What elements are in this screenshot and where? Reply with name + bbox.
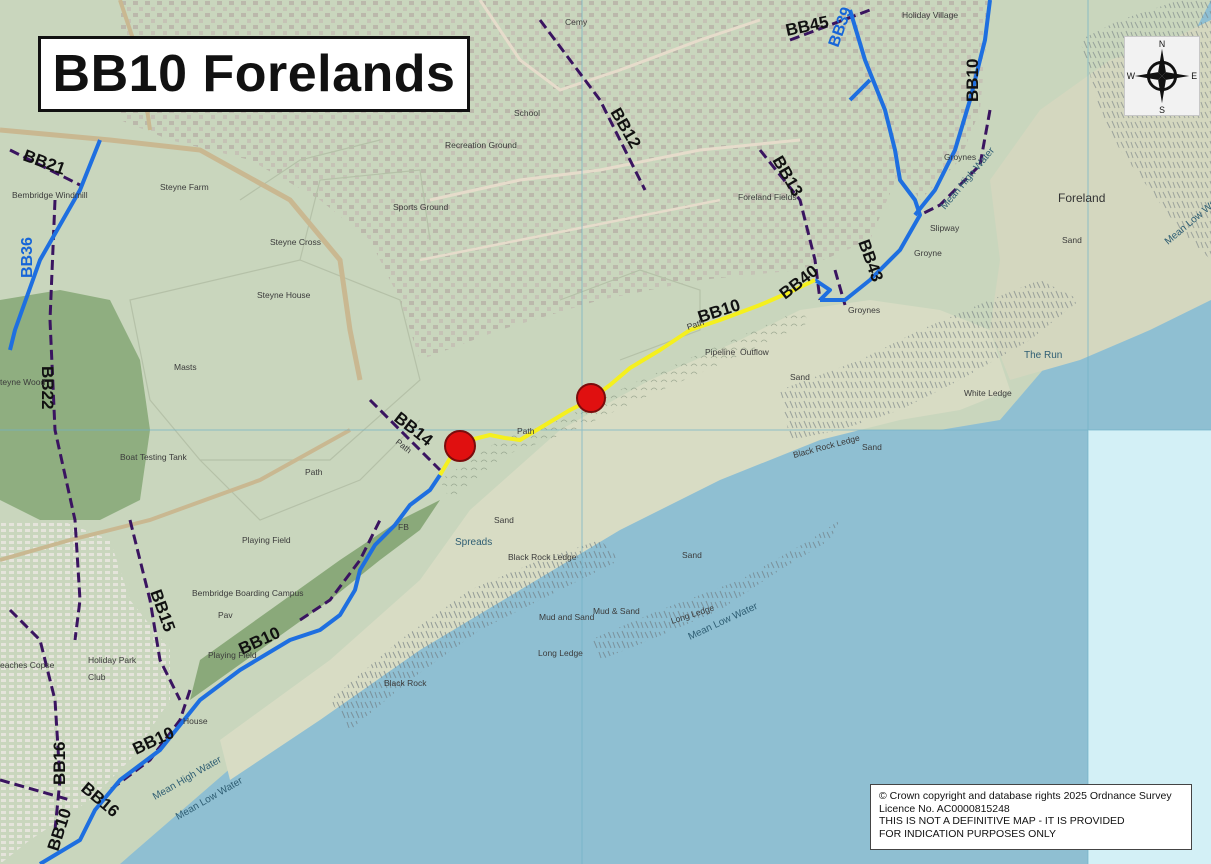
public-rights-of-way [8,0,992,864]
route-bb10-coast-line [38,473,442,864]
rock-ledge-long [590,520,840,660]
copyright-line-4: FOR INDICATION PURPOSES ONLY [879,827,1056,840]
route-bb13-line [758,149,822,301]
map-title-box: BB10 Forelands [38,36,470,112]
place-long-ledge: Long Ledge [538,648,583,658]
place-sand-main: Sand [790,372,810,382]
dunes [440,310,810,500]
place-steyne-house: Steyne House [257,290,311,300]
compass-e-label: E [1191,71,1197,81]
place-black-rock: Black Rock [384,678,427,688]
route-bb14-line [368,398,442,472]
place-playing-field2: Playing Field [208,650,257,660]
compass-n-label: N [1159,39,1165,49]
copyright-line-2: Licence No. AC0000815248 [879,802,1010,815]
place-groyne: Groyne [914,248,942,258]
route-bb16b-line [0,778,71,802]
place-outflow: Outflow [740,347,770,357]
place-house: House [183,716,208,726]
label-bb22: BB22 [38,366,57,409]
rock-ledge-black-rock [330,540,620,730]
place-sand-small: Sand [862,442,882,452]
place-the-run: The Run [1024,350,1062,361]
route-bb15-line [128,519,182,701]
place-boat-testing-tank: Boat Testing Tank [120,452,188,462]
compass-icon: N S W E [1127,39,1198,115]
place-sand-mid: Sand [494,515,514,525]
route-bb12-line [538,19,647,191]
place-beaches-copse: eaches Copse [0,660,55,670]
place-spreads: Spreads [455,537,492,548]
route-bb21-line [9,148,81,187]
place-bembridge-boarding-campus: Bembridge Boarding Campus [192,588,304,598]
place-masts: Masts [174,362,197,372]
closure-marker-east[interactable] [576,383,606,413]
place-foreland-fields: Foreland Fields [738,192,797,202]
place-groynes-top: Groynes [944,152,976,162]
place-cemy: Cemy [565,17,588,27]
place-pav: Pav [218,610,233,620]
place-foreland: Foreland [1058,191,1105,205]
route-bb10-ne-line [919,109,992,217]
map-title: BB10 Forelands [52,45,456,103]
route-bb39-line [820,9,922,302]
route-bb36-line [8,139,102,351]
woodland-south [190,500,440,700]
place-holiday-village: Holiday Village [902,10,958,20]
place-black-rock-ledge-w: Black Rock Ledge [508,552,577,562]
place-sand-foreland: Sand [1062,235,1082,245]
place-slipway: Slipway [930,223,960,233]
place-steyne-farm: Steyne Farm [160,182,209,192]
place-club: Club [88,672,106,682]
place-sports-ground: Sports Ground [393,202,449,212]
route-bb40-line [813,278,832,302]
compass-s-label: S [1159,105,1165,115]
woodland-west [0,290,150,520]
place-school: School [514,108,540,118]
place-white-ledge: White Ledge [964,388,1012,398]
place-mud-and-sand: Mud and Sand [539,612,595,622]
copyright-line-3: THIS IS NOT A DEFINITIVE MAP - IT IS PRO… [879,815,1125,827]
route-bb10-north-line [913,0,992,217]
place-mud-sand: Mud & Sand [593,606,640,616]
copyright-notice: © Crown copyright and database rights 20… [870,784,1192,850]
place-steyne-wood: teyne Wood [0,377,45,387]
copyright-line-1: © Crown copyright and database rights 20… [879,790,1172,802]
place-groynes: Groynes [848,305,880,315]
label-bb10-top: BB10 [963,59,982,102]
place-steyne-cross: Steyne Cross [270,237,321,247]
closure-marker-west[interactable] [444,430,476,462]
compass-rose: N S W E [1124,36,1200,116]
place-path3: Path [305,467,323,477]
place-path1: Path [517,426,535,436]
place-pipeline: Pipeline [705,347,736,357]
sea-area [120,0,1211,864]
route-bb22-line [48,199,82,641]
compass-w-label: W [1127,71,1136,81]
label-bb36: BB36 [19,237,36,278]
footpath-boundaries [0,8,992,831]
route-bb10-sw-line [109,689,192,792]
route-bb10-west-line [299,519,382,622]
town-ne [880,0,990,200]
place-recreation-ground: Recreation Ground [445,140,517,150]
label-bb16a: BB16 [50,742,69,785]
place-playing-field: Playing Field [242,535,291,545]
place-holiday-park: Holiday Park [88,655,137,665]
holiday-park [0,520,170,864]
rock-ledge-east [780,280,1080,440]
place-bembridge-windmill: Bembridge Windmill [12,190,88,200]
place-fb: FB [398,522,409,532]
place-sand-lower: Sand [682,550,702,560]
